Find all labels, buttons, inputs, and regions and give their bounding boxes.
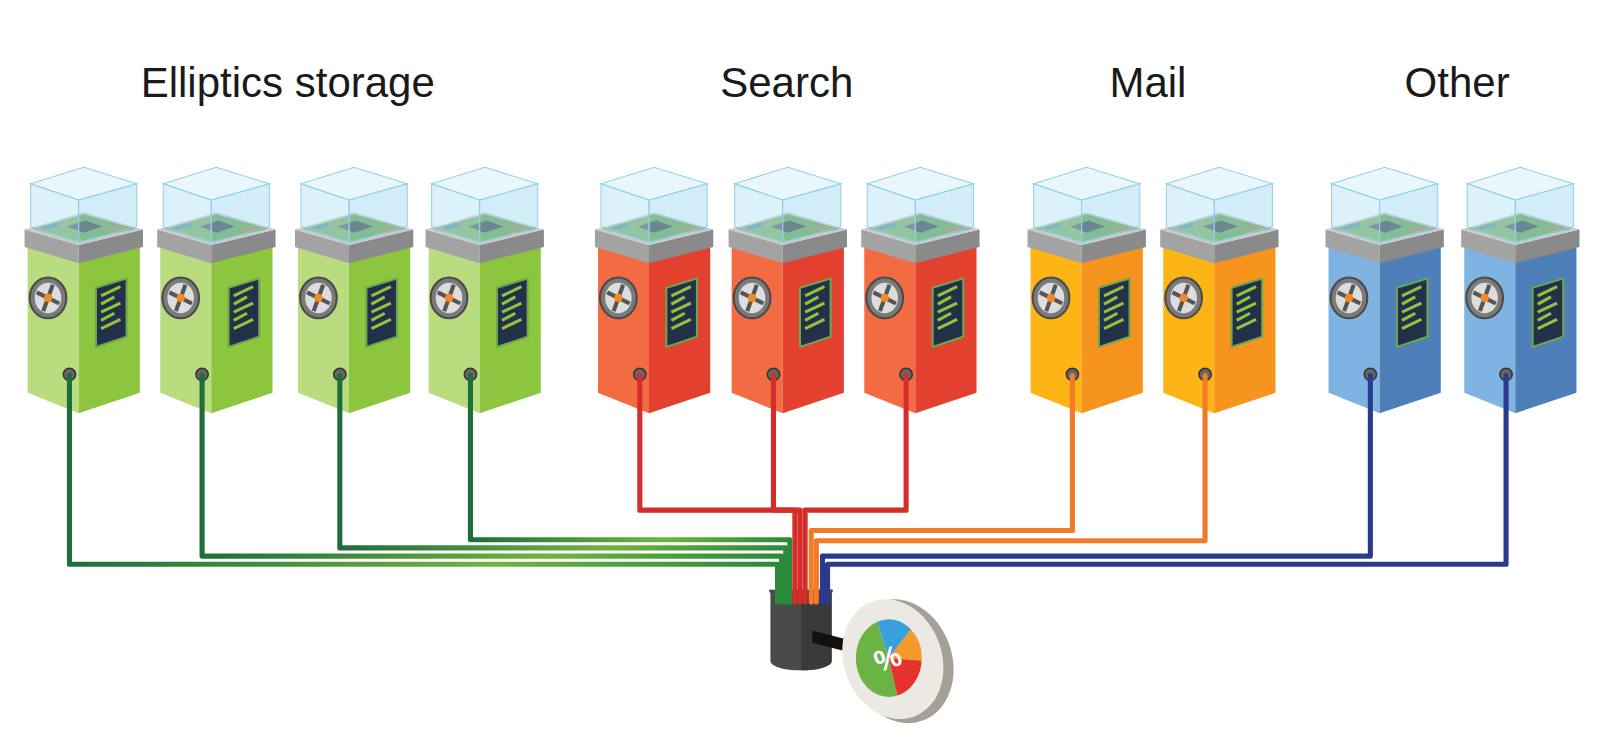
- cable: [822, 375, 1370, 602]
- cable: [470, 375, 789, 602]
- server-tower: [595, 167, 713, 413]
- server-tower: [729, 167, 847, 413]
- group-heading: Search: [720, 59, 853, 107]
- cable: [828, 375, 1507, 602]
- server-tower: [426, 167, 544, 413]
- cable: [69, 375, 777, 602]
- group-heading: Other: [1405, 59, 1510, 107]
- cable: [811, 375, 1072, 602]
- server-tower: [861, 167, 979, 413]
- cable: [773, 375, 800, 602]
- server-tower: [1325, 167, 1443, 413]
- server-tower: [157, 167, 275, 413]
- cable: [816, 375, 1205, 602]
- server-towers: [25, 167, 1580, 413]
- server-tower: [295, 167, 413, 413]
- group-heading: Mail: [1109, 59, 1186, 107]
- cables: [69, 375, 1506, 602]
- cable: [340, 375, 786, 602]
- server-tower: [1461, 167, 1579, 413]
- gauge: [826, 584, 971, 738]
- server-tower: [1160, 167, 1278, 413]
- group-heading: Elliptics storage: [141, 59, 435, 107]
- server-tower: [25, 167, 143, 413]
- cable: [202, 375, 782, 602]
- server-tower: [1028, 167, 1146, 413]
